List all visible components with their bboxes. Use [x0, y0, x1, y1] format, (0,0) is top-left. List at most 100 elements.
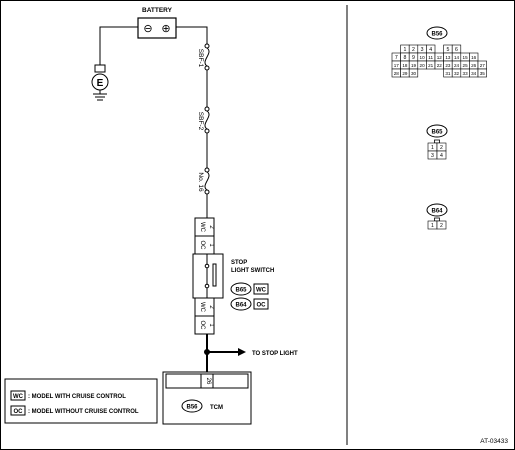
pin-number: 31: [445, 71, 451, 76]
pin-number: 1: [403, 47, 406, 53]
fuse-2-element: [204, 110, 210, 130]
pin-number: 3: [431, 153, 434, 159]
pin-number: 19: [411, 63, 417, 68]
pin-number: 12: [437, 55, 443, 60]
legend-oc-text: : MODEL WITHOUT CRUISE CONTROL: [28, 409, 139, 415]
conn-ref-b64-oval: [230, 297, 252, 311]
conn-ref-b65-tag-box: [253, 283, 269, 295]
legend-wc-code: WC: [13, 394, 24, 400]
fuse-2-label: SBF-2: [197, 112, 204, 131]
upper-connector-pin-wc: 2: [208, 225, 214, 229]
pin-number: 26: [471, 63, 477, 68]
pinout-b65-oval: [426, 124, 448, 138]
pin-number: 32: [454, 71, 460, 76]
lower-connector-wc: WC: [199, 302, 205, 313]
pin-number: 4: [429, 47, 432, 53]
pin-number: 2: [440, 145, 443, 151]
pin-number: 4: [440, 153, 443, 159]
pinout-b64-key-tab: [434, 217, 440, 222]
conn-ref-b64-id: B64: [235, 303, 247, 309]
pinout-b56-id: B56: [431, 32, 443, 38]
fuse-3-top-terminal: [204, 167, 210, 173]
pin-number: 14: [454, 55, 460, 60]
fuse-3-bottom-terminal: [204, 189, 210, 195]
pin-number: 25: [463, 63, 469, 68]
upper-connector-pin-oc: 1: [208, 243, 214, 247]
pinout-b64-oval: [426, 203, 448, 217]
ground-wire: [99, 26, 138, 65]
stop-light-switch-body: [192, 253, 224, 299]
pin-number: 8: [403, 55, 406, 61]
lower-connector-pin-wc: 2: [208, 305, 214, 309]
pin-number: 6: [455, 47, 458, 53]
legend-oc-code: OC: [14, 409, 24, 415]
pin-number: 3: [421, 47, 424, 53]
conn-ref-b65-tag: WC: [256, 288, 267, 294]
pin-number: 22: [437, 63, 443, 68]
pin-number: 10: [420, 55, 426, 60]
conn-ref-b64-tag-box: [253, 298, 269, 310]
fuse-1-top-terminal: [204, 43, 210, 49]
pin-number: 2: [440, 223, 443, 229]
upper-connector-wc: WC: [199, 222, 205, 233]
pin-cell: [477, 68, 487, 78]
battery-symbol: [137, 17, 177, 39]
tcm-pin-label: 26: [205, 378, 211, 385]
battery-neg-terminal: ⊖: [143, 23, 152, 35]
tcm-label: TCM: [210, 405, 223, 411]
pin-number: 27: [480, 63, 486, 68]
pin-number: 7: [395, 55, 398, 61]
battery-label: BATTERY: [142, 7, 173, 14]
pinout-b65-id: B65: [431, 130, 443, 136]
pin-number: 13: [445, 55, 451, 60]
conn-ref-b65-id: B65: [235, 288, 247, 294]
fuse-1-element: [204, 47, 210, 67]
pin-number: 1: [431, 145, 434, 151]
battery-positive-wire: [176, 26, 208, 44]
pin-number: 34: [471, 71, 477, 76]
pinout-b64-id: B64: [431, 209, 443, 215]
pin-number: 33: [463, 71, 469, 76]
legend-wc-text: : MODEL WITH CRUISE CONTROL: [28, 394, 126, 400]
pin-number: 16: [471, 55, 477, 60]
pin-number: 15: [463, 55, 469, 60]
pin-number: 20: [420, 63, 426, 68]
pin-cell: [436, 150, 447, 160]
legend-wc-box: [10, 390, 26, 401]
switch-plunger: [212, 263, 217, 287]
pin-number: 5: [446, 47, 449, 53]
tcm-conn-id: B56: [186, 405, 198, 411]
conn-ref-b65-oval: [230, 282, 252, 296]
switch-contact-bottom: [204, 283, 210, 289]
conn-ref-b64-tag: OC: [257, 303, 267, 309]
pinout-b65-key-tab: [434, 139, 440, 144]
pin-cell: [408, 68, 419, 78]
switch-contact-top: [204, 263, 210, 269]
pin-number: 24: [454, 63, 460, 68]
pin-number: 1: [431, 223, 434, 229]
fuse-1-bottom-terminal: [204, 65, 210, 71]
pin-number: 23: [445, 63, 451, 68]
pin-cell: [436, 220, 447, 230]
to-stop-light-label: TO STOP LIGHT: [252, 351, 298, 357]
lower-connector-pin-oc: 1: [208, 323, 214, 327]
ground-label: E: [97, 78, 104, 89]
pin-number: 21: [428, 63, 434, 68]
upper-connector-oc: OC: [199, 241, 205, 251]
pin-number: 30: [411, 71, 417, 76]
figure-id: AT-03433: [480, 438, 508, 445]
fuse-2-top-terminal: [204, 106, 210, 112]
pin-number: 11: [428, 55, 433, 60]
battery-pos-terminal: ⊕: [161, 23, 170, 35]
pin-number: 28: [394, 71, 400, 76]
fuse-2-bottom-terminal: [204, 128, 210, 134]
pin-number: 18: [402, 63, 408, 68]
tcm-connector-strip: [165, 373, 249, 389]
pin-number: 35: [480, 71, 486, 76]
branch-arrow: [238, 348, 246, 356]
pinout-b56-oval: [426, 26, 448, 40]
